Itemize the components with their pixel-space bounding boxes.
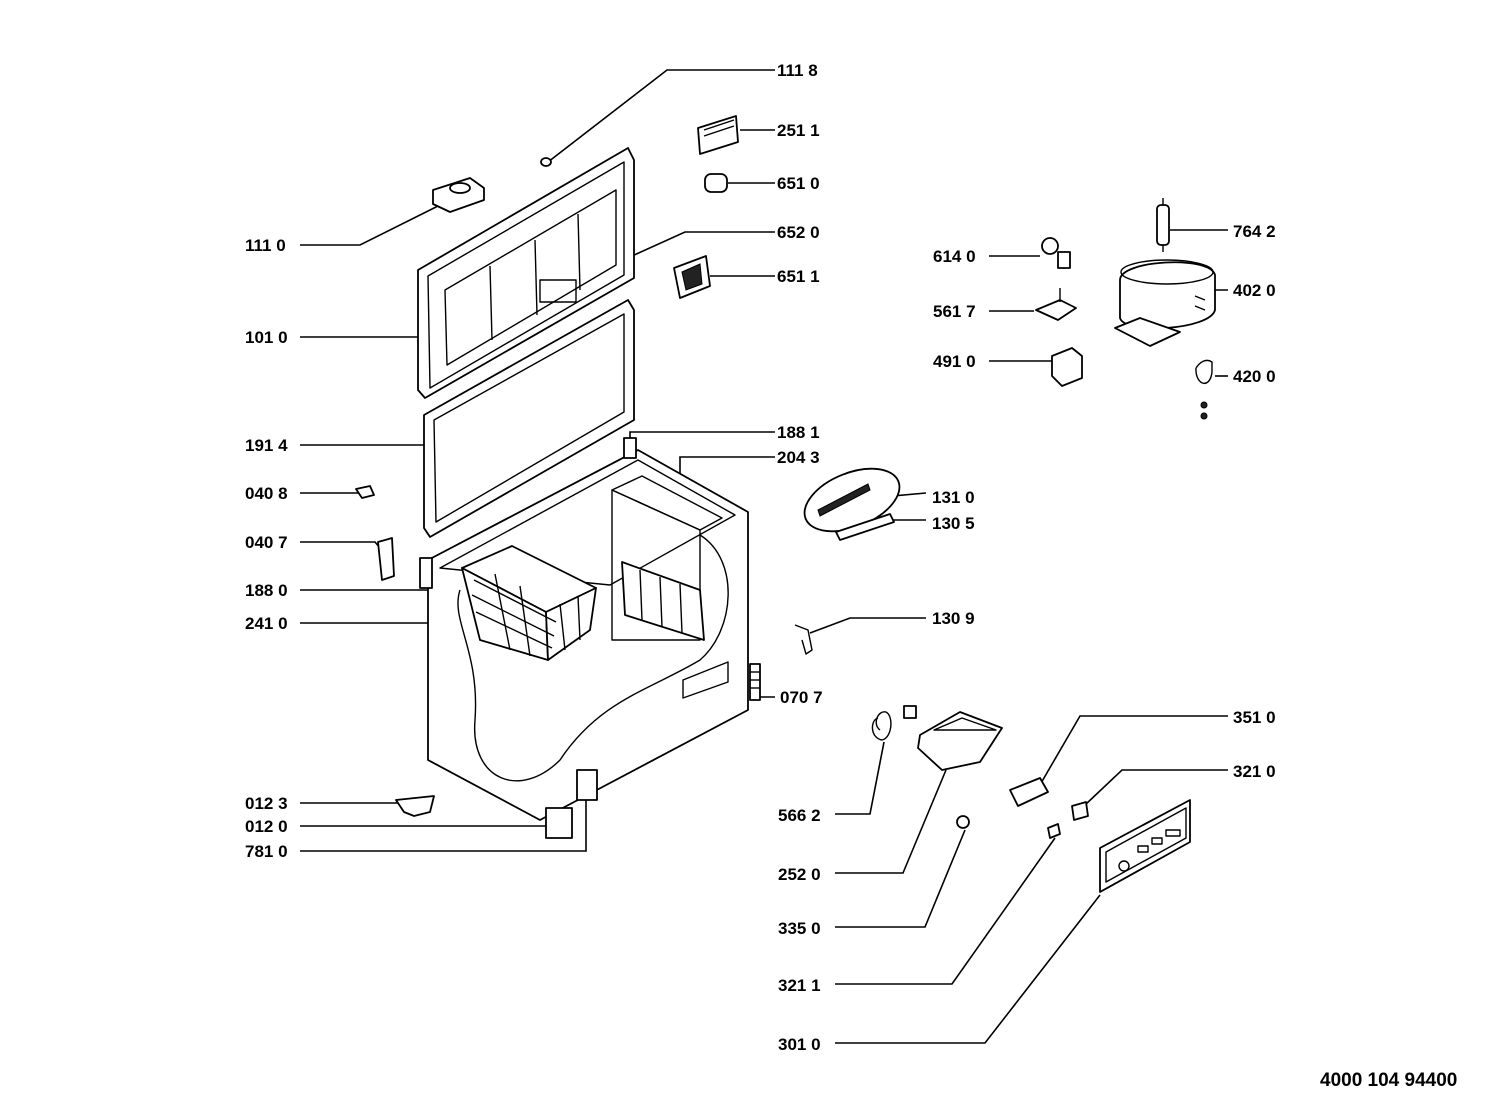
document-number: 4000 104 94400 (1320, 1070, 1457, 1091)
callout-label: 652 0 (777, 223, 820, 242)
callout-label: 070 7 (780, 688, 823, 707)
callout-label: 130 5 (932, 514, 975, 533)
callout-label: 241 0 (245, 614, 288, 633)
compressor-assembly (1035, 198, 1216, 420)
storage-basket (461, 545, 597, 661)
callout-label: 764 2 (1233, 222, 1276, 241)
callout-label: 651 1 (777, 267, 820, 286)
lamp-housing (794, 467, 901, 655)
cabinet-body (419, 437, 761, 839)
callout-label: 188 0 (245, 581, 288, 600)
lid-gasket (423, 299, 635, 538)
hinges-and-feet (355, 485, 435, 817)
callout-label: 321 0 (1233, 762, 1276, 781)
callout-label: 651 0 (777, 174, 820, 193)
callout-label: 012 3 (245, 794, 288, 813)
callout-label: 781 0 (245, 842, 288, 861)
callout-label: 561 7 (933, 302, 976, 321)
callout-label: 614 0 (933, 247, 976, 266)
callout-label: 012 0 (245, 817, 288, 836)
lid-assembly (417, 147, 635, 399)
callout-label: 101 0 (245, 328, 288, 347)
callout-labels: 111 8 251 1 651 0 111 0 652 0 651 1 101 … (245, 61, 1276, 1054)
callout-label: 111 0 (245, 236, 286, 255)
small-parts-top (432, 115, 739, 299)
callout-label: 321 1 (778, 976, 821, 995)
callout-label: 420 0 (1233, 367, 1276, 386)
callout-label: 111 8 (777, 61, 818, 80)
callout-label: 040 7 (245, 533, 288, 552)
callout-label: 402 0 (1233, 281, 1276, 300)
callout-label: 188 1 (777, 423, 820, 442)
callout-label: 566 2 (778, 806, 821, 825)
callout-label: 191 4 (245, 436, 288, 455)
callout-label: 204 3 (777, 448, 820, 467)
callout-label: 301 0 (778, 1035, 821, 1054)
callout-label: 335 0 (778, 919, 821, 938)
callout-label: 252 0 (778, 865, 821, 884)
callout-label: 491 0 (933, 352, 976, 371)
callout-label: 351 0 (1233, 708, 1276, 727)
control-panel-assembly (871, 705, 1191, 893)
callout-label: 251 1 (777, 121, 820, 140)
callout-label: 130 9 (932, 609, 975, 628)
callout-label: 131 0 (932, 488, 975, 507)
callout-label: 040 8 (245, 484, 288, 503)
